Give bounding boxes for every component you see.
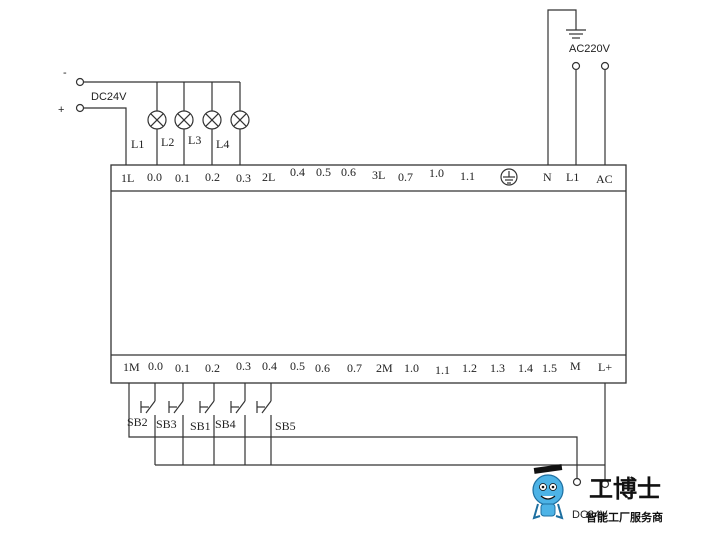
- top-terminal: 0.2: [205, 170, 220, 184]
- top-terminal: AC: [596, 172, 613, 186]
- top-terminal: 0.5: [316, 165, 331, 179]
- bottom-terminal: L+: [598, 360, 612, 374]
- dc-minus-label: -: [63, 67, 67, 79]
- top-terminal: 0.3: [236, 171, 251, 185]
- lamp-label-l2: L2: [161, 135, 174, 149]
- bottom-terminal: 1.3: [490, 361, 505, 375]
- ground-wire: [547, 9, 577, 165]
- earth-terminal-icon: [500, 168, 518, 186]
- top-terminal: 1L: [121, 171, 134, 185]
- bottom-terminal: 0.6: [315, 361, 330, 375]
- common-1m-wire: [128, 383, 578, 478]
- lamp-label-l4: L4: [216, 137, 229, 151]
- bottom-supply-label: DC24V: [572, 509, 608, 521]
- bottom-supply-m-terminal: [572, 477, 582, 487]
- top-terminal: 0.7: [398, 170, 413, 184]
- bottom-terminal: 0.4: [262, 359, 277, 373]
- bottom-terminal: M: [570, 359, 581, 373]
- bottom-terminal: 0.0: [148, 359, 163, 373]
- dc-supply-label: DC24V: [91, 91, 127, 103]
- top-terminal: 0.6: [341, 165, 356, 179]
- lamp-l2: [174, 82, 194, 165]
- logo-main-text: 工博士: [589, 475, 661, 503]
- switch-sb2: [140, 383, 156, 465]
- bottom-terminal: 1M: [123, 360, 140, 374]
- switch-sb3: [168, 383, 184, 465]
- top-terminal-strip: 1L 0.0 0.1 0.2 0.3 2L 0.4 0.5 0.6 3L 0.7…: [121, 165, 613, 186]
- logo-sub-text: 智能工厂服务商: [586, 510, 663, 524]
- dc-plus-terminal: [75, 103, 85, 113]
- bottom-terminal: 0.7: [347, 361, 362, 375]
- switch-sb5: [256, 383, 272, 465]
- top-terminal: 2L: [262, 170, 275, 184]
- bottom-supply-lplus-terminal: [600, 479, 610, 489]
- bottom-terminal: 0.1: [175, 361, 190, 375]
- ac-supply-label: AC220V: [569, 43, 611, 55]
- ac-l1-terminal: [571, 61, 581, 71]
- lamp-l4: [230, 82, 250, 165]
- top-terminal: N: [543, 170, 552, 184]
- lamp-l1: [147, 82, 167, 165]
- bottom-terminal: 1.1: [435, 363, 450, 377]
- top-terminal: 0.1: [175, 171, 190, 185]
- switch-label-sb3: SB3: [156, 417, 177, 431]
- lamp-label-l1: L1: [131, 137, 144, 151]
- lamp-label-l3: L3: [188, 133, 201, 147]
- bottom-terminal: 0.5: [290, 359, 305, 373]
- plc-module: [110, 164, 627, 384]
- switch-label-sb2: SB2: [127, 415, 148, 429]
- switch-sb1: [199, 383, 215, 465]
- switch-label-sb4: SB4: [215, 417, 236, 431]
- top-terminal: 3L: [372, 168, 385, 182]
- dc-minus-terminal: [75, 77, 85, 87]
- logo: 工博士 智能工厂服务商: [532, 464, 663, 524]
- bottom-terminal: 1.5: [542, 361, 557, 375]
- switch-label-sb1: SB1: [190, 419, 211, 433]
- dc-plus-wire: [84, 107, 127, 165]
- bottom-terminal: 0.2: [205, 361, 220, 375]
- top-terminal: 0.0: [147, 170, 162, 184]
- top-terminal: 1.0: [429, 166, 444, 180]
- mascot-icon: [532, 464, 564, 520]
- bottom-terminal: 2M: [376, 361, 393, 375]
- switch-sb4: [230, 383, 246, 465]
- ground-icon: [566, 29, 586, 39]
- bottom-terminal-strip: 1M 0.0 0.1 0.2 0.3 0.4 0.5 0.6 0.7 2M 1.…: [123, 359, 612, 377]
- switch-label-sb5: SB5: [275, 419, 296, 433]
- bottom-terminal: 1.2: [462, 361, 477, 375]
- top-terminal: 0.4: [290, 165, 305, 179]
- lamp-l3: [202, 82, 222, 165]
- bottom-terminal: 0.3: [236, 359, 251, 373]
- dc-plus-label: +: [58, 104, 64, 116]
- bottom-terminal: 1.4: [518, 361, 533, 375]
- bottom-terminal: 1.0: [404, 361, 419, 375]
- top-terminal: L1: [566, 170, 579, 184]
- top-terminal: 1.1: [460, 169, 475, 183]
- ac-n-terminal: [600, 61, 610, 71]
